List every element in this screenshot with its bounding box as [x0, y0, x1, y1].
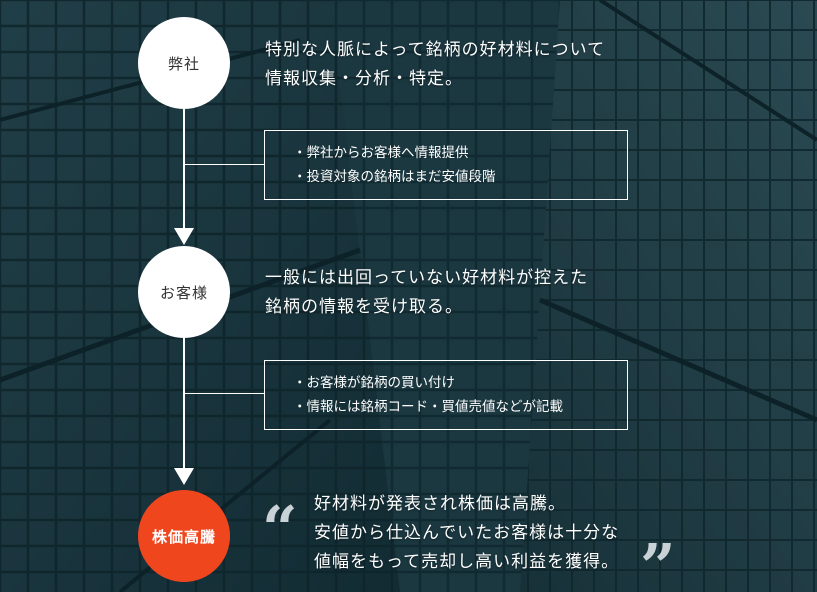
quote-open-icon: “ [262, 492, 298, 565]
quote-close-icon: ” [640, 530, 676, 592]
node-customer: お客様 [138, 246, 230, 338]
step2-box-line-2: ・情報には銘柄コード・買値売値などが記載 [293, 399, 563, 415]
node-price-surge: 株価高騰 [138, 490, 230, 582]
flow-line-segment-2 [183, 330, 185, 470]
step1-line-1: 特別な人脈によって銘柄の好材料について [265, 40, 606, 60]
connector-line-2 [185, 393, 265, 394]
step1-info-box: ・弊社からお客様へ情報提供 ・投資対象の銘柄はまだ安値段階 [264, 130, 628, 200]
step1-box-line-1: ・弊社からお客様へ情報提供 [293, 145, 469, 161]
connector-line-1 [185, 164, 265, 165]
node-company: 弊社 [138, 17, 230, 109]
step2-line-2: 銘柄の情報を受け取る。 [265, 297, 463, 317]
step3-line-2: 安値から仕込んでいたお客様は十分な [314, 523, 620, 543]
step2-info-box: ・お客様が銘柄の買い付け ・情報には銘柄コード・買値売値などが記載 [264, 360, 628, 430]
arrow-down-icon [174, 468, 194, 485]
step1-line-2: 情報収集・分析・特定。 [265, 69, 463, 89]
step2-line-1: 一般には出回っていない好材料が控えた [265, 268, 589, 288]
step2-description: 一般には出回っていない好材料が控えた 銘柄の情報を受け取る。 [265, 264, 588, 322]
step1-description: 特別な人脈によって銘柄の好材料について 情報収集・分析・特定。 [265, 36, 605, 94]
arrow-down-icon [174, 228, 194, 245]
step3-description: 好材料が発表され株価は高騰。 安値から仕込んでいたお客様は十分な 値幅をもって売… [314, 490, 619, 577]
step3-line-3: 値幅をもって売却し高い利益を獲得。 [314, 552, 620, 572]
step3-line-1: 好材料が発表され株価は高騰。 [314, 494, 566, 514]
step2-box-line-1: ・お客様が銘柄の買い付け [293, 375, 455, 391]
step1-box-line-2: ・投資対象の銘柄はまだ安値段階 [293, 169, 496, 185]
flow-line-segment-1 [183, 105, 185, 230]
